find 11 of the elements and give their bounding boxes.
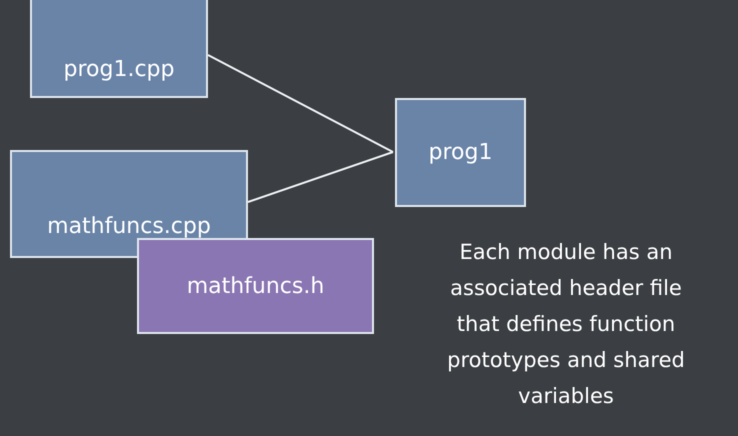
connector-line: [208, 54, 394, 153]
file-name: mathfuncs.h: [186, 274, 324, 298]
file-box: [137, 238, 374, 334]
file-box: [10, 150, 248, 258]
file-box: [395, 98, 526, 207]
note-text: Each module has an associated header file that defines function prototypes and shared variables: [446, 239, 686, 410]
file-name: prog1: [428, 140, 492, 165]
file-name: mathfuncs.cpp: [47, 214, 211, 238]
file-name: prog1.cpp: [64, 56, 174, 82]
file-box: [30, 0, 208, 98]
connector-line: [248, 151, 394, 203]
